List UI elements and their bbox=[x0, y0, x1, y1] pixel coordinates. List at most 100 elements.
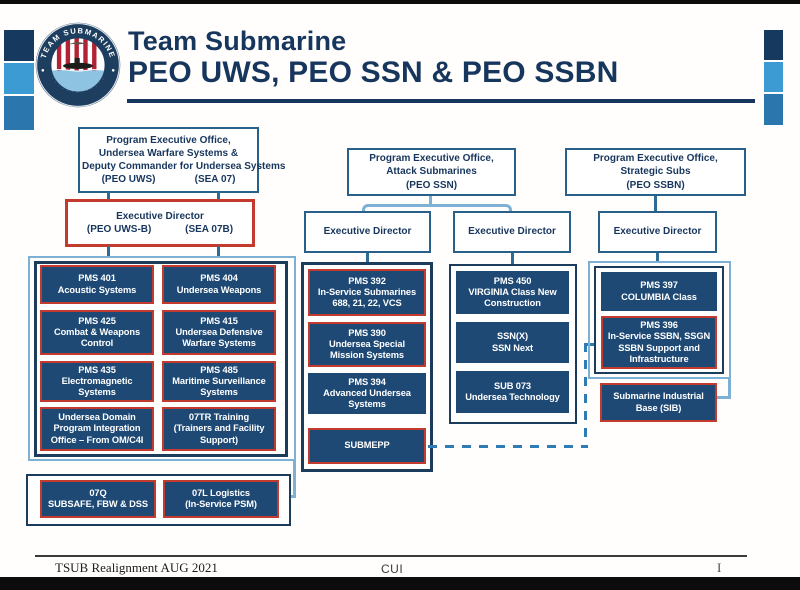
header-block-left-2 bbox=[4, 63, 34, 94]
program-code: SUB 073 bbox=[493, 380, 532, 391]
director-title: Executive Director bbox=[468, 226, 556, 238]
scan-top-line bbox=[0, 0, 800, 4]
office-line: Attack Submarines bbox=[386, 166, 477, 178]
program-box-pms-435: PMS 435 Electromagnetic Systems bbox=[40, 361, 154, 402]
ssbn-outer-frame bbox=[588, 261, 731, 379]
program-box-ssnx: SSN(X) SSN Next bbox=[456, 322, 569, 363]
footer-cui-marking: CUI bbox=[381, 562, 404, 576]
header-block-right-2 bbox=[764, 62, 783, 92]
program-code: 07L Logistics bbox=[192, 487, 250, 498]
office-line: Program Executive Office, bbox=[106, 134, 231, 146]
office-line: (PEO SSN) bbox=[405, 179, 458, 191]
program-box-pms-415: PMS 415 Undersea Defensive Warfare Syste… bbox=[162, 310, 276, 355]
seal-flag bbox=[50, 37, 106, 93]
program-box-pms-394: PMS 394 Advanced Undersea Systems bbox=[308, 373, 426, 414]
program-name: Maritime Surveillance Systems bbox=[172, 375, 266, 398]
program-name: Submarine Industrial Base (SIB) bbox=[613, 391, 704, 413]
program-name: In-Service SSBN, SSGN SSBN Support and I… bbox=[607, 331, 711, 364]
program-name: SSN Next bbox=[491, 342, 534, 353]
program-name: Acoustic Systems bbox=[57, 284, 137, 295]
program-name: Undersea Special Mission Systems bbox=[329, 338, 405, 361]
program-code: PMS 397 bbox=[640, 280, 678, 291]
program-box-pms-485: PMS 485 Maritime Surveillance Systems bbox=[162, 361, 276, 402]
program-box-pms-396: PMS 396 In-Service SSBN, SSGN SSBN Suppo… bbox=[601, 316, 717, 369]
program-code: SSN(X) bbox=[497, 331, 528, 342]
program-code: 07TR Training bbox=[188, 412, 250, 422]
program-box-07tr-training: 07TR Training (Trainers and Facility Sup… bbox=[162, 407, 276, 451]
office-line: Program Executive Office, bbox=[593, 153, 718, 165]
program-box-07l-logistics: 07L Logistics (In-Service PSM) bbox=[163, 480, 279, 518]
team-submarine-seal: TEAM SUBMARINE · · · · · · · · · · · · · bbox=[35, 22, 121, 108]
connector-line bbox=[366, 253, 369, 263]
director-box-ssn-right: Executive Director bbox=[453, 211, 571, 253]
office-box-peo-uws: Program Executive Office, Undersea Warfa… bbox=[78, 127, 286, 193]
office-box-peo-ssbn: Program Executive Office, Strategic Subs… bbox=[565, 148, 746, 196]
program-box-pms-425: PMS 425 Combat & Weapons Control bbox=[40, 310, 154, 355]
footer-rule bbox=[35, 555, 747, 557]
program-code: PMS 396 bbox=[640, 319, 678, 330]
office-line: Undersea Warfare Systems & bbox=[98, 147, 239, 159]
footer-classification-note: TSUB Realignment AUG 2021 bbox=[55, 560, 218, 575]
office-line: Deputy Commander for Undersea Systems bbox=[82, 161, 286, 172]
connector-line bbox=[288, 461, 296, 498]
program-box-pms-404: PMS 404 Undersea Weapons bbox=[162, 265, 276, 304]
connector-line bbox=[511, 253, 514, 265]
header-block-right-3 bbox=[764, 94, 783, 125]
office-tags: (PEO UWS) (SEA 07) bbox=[82, 173, 255, 186]
director-tags: (PEO UWS-B) (SEA 07B) bbox=[70, 223, 250, 236]
program-name: COLUMBIA Class bbox=[621, 291, 697, 302]
program-code: PMS 392 bbox=[348, 275, 386, 286]
program-name: VIRGINIA Class New Construction bbox=[468, 286, 557, 309]
director-title: Executive Director bbox=[323, 226, 412, 238]
program-code: PMS 390 bbox=[348, 327, 386, 338]
header-rule bbox=[127, 99, 755, 103]
director-tag-left: (PEO UWS-B) bbox=[86, 224, 152, 235]
director-tag-right: (SEA 07B) bbox=[185, 224, 234, 235]
seal-water bbox=[50, 70, 106, 93]
header-block-left-3 bbox=[4, 96, 34, 130]
connector-line bbox=[107, 246, 110, 257]
program-code: SUBMEPP bbox=[344, 440, 390, 451]
program-box-submarine-industrial-base: Submarine Industrial Base (SIB) bbox=[600, 383, 717, 422]
program-box-pms-392: PMS 392 In-Service Submarines 688, 21, 2… bbox=[308, 269, 426, 316]
seal-eagle bbox=[63, 42, 93, 48]
scan-bottom-bar bbox=[0, 577, 800, 590]
program-box-submepp: SUBMEPP bbox=[308, 428, 426, 464]
director-box-ssn-left: Executive Director bbox=[304, 211, 431, 253]
program-code: PMS 404 bbox=[200, 273, 238, 284]
director-box-peo-uws: Executive Director (PEO UWS-B) (SEA 07B) bbox=[65, 199, 255, 247]
program-code: PMS 425 bbox=[78, 315, 116, 326]
program-name: (Trainers and Facility Support) bbox=[173, 423, 265, 445]
program-name: (In-Service PSM) bbox=[185, 499, 257, 509]
program-box-pms-397: PMS 397 COLUMBIA Class bbox=[601, 272, 717, 311]
office-line: Strategic Subs bbox=[620, 166, 691, 178]
office-line: (PEO SSBN) bbox=[626, 179, 685, 191]
connector-line bbox=[716, 379, 731, 399]
program-name: Undersea Domain Program Integration Offi… bbox=[50, 412, 144, 445]
director-box-ssbn: Executive Director bbox=[598, 211, 717, 253]
office-line: Program Executive Office, bbox=[369, 153, 494, 165]
program-code: 07Q bbox=[89, 487, 107, 498]
footer-page-number: I bbox=[717, 560, 722, 575]
program-box-07q: 07Q SUBSAFE, FBW & DSS bbox=[40, 480, 156, 518]
office-tag-left: (PEO UWS) bbox=[101, 174, 156, 186]
header-block-left-1 bbox=[4, 30, 34, 61]
seal-submarine bbox=[63, 62, 93, 70]
program-name: Combat & Weapons Control bbox=[53, 326, 141, 349]
connector-line bbox=[654, 196, 657, 211]
connector-line bbox=[107, 192, 110, 200]
connector-line bbox=[217, 192, 220, 200]
program-box-pms-401: PMS 401 Acoustic Systems bbox=[40, 265, 154, 304]
program-code: PMS 401 bbox=[78, 273, 116, 284]
office-tag-right: (SEA 07) bbox=[194, 174, 236, 186]
connector-split bbox=[362, 204, 512, 213]
program-name: SUBSAFE, FBW & DSS bbox=[48, 499, 148, 509]
uws-outer-frame bbox=[28, 256, 296, 461]
page-title: Team Submarine bbox=[128, 26, 347, 56]
connector-line bbox=[217, 246, 220, 257]
program-code: PMS 450 bbox=[493, 275, 532, 286]
program-code: PMS 485 bbox=[200, 364, 238, 375]
program-extra: 688, 21, 22, VCS bbox=[332, 298, 402, 309]
dashed-connector bbox=[584, 343, 587, 448]
